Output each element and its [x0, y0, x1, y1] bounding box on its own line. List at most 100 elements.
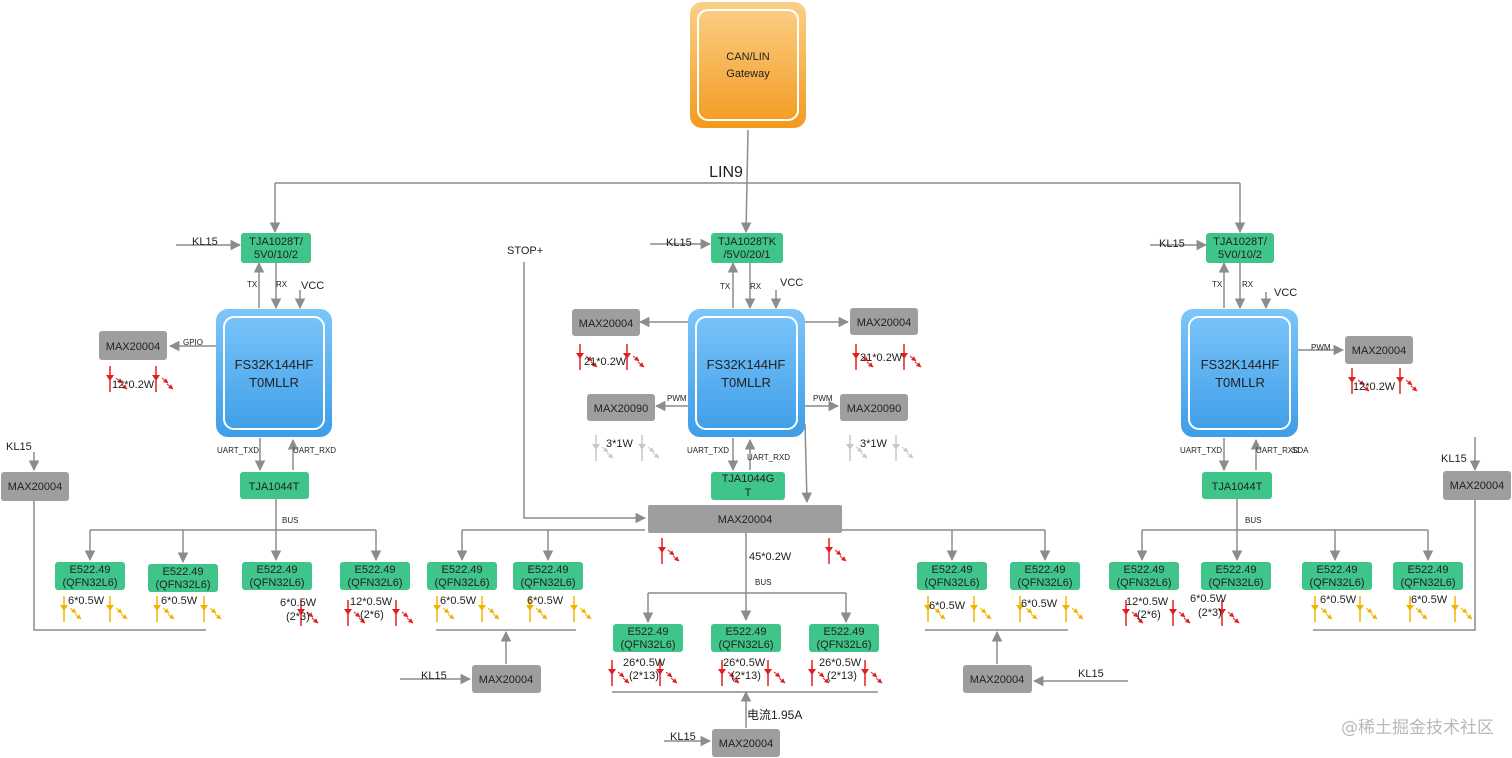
svg-text:MAX20004: MAX20004: [579, 318, 633, 330]
svg-text:TJA1028TK: TJA1028TK: [718, 236, 777, 248]
load-label: 3*1W: [606, 438, 634, 450]
lin-transceiver-center: TJA1028TK /5V0/20/1: [711, 233, 783, 263]
led-icon: [1396, 368, 1418, 394]
max20090-center-left: MAX20090: [587, 394, 655, 421]
kl15-label: KL15: [192, 236, 218, 248]
pwm-label: PWM: [1311, 343, 1331, 352]
mcu-center: FS32K144HF T0MLLR: [688, 309, 805, 437]
svg-text:MAX20004: MAX20004: [8, 481, 62, 493]
svg-text:TJA1044T: TJA1044T: [1212, 481, 1263, 493]
led-driver-e522: E522.49(QFN32L6): [55, 562, 125, 590]
svg-text:MAX20004: MAX20004: [106, 341, 160, 353]
svg-text:FS32K144HF: FS32K144HF: [1201, 357, 1280, 372]
load-label: 6*0.5W: [1411, 594, 1448, 606]
led-icon: [433, 596, 455, 622]
svg-text:(QFN32L6): (QFN32L6): [347, 577, 402, 589]
svg-text:MAX20004: MAX20004: [970, 674, 1024, 686]
kl15-label: KL15: [1441, 453, 1467, 465]
led-icon: [1169, 600, 1191, 626]
load-label: 6*0.5W: [1021, 598, 1058, 610]
svg-text:TJA1028T/: TJA1028T/: [249, 236, 304, 248]
led-driver-e522: E522.49(QFN32L6): [513, 562, 583, 590]
svg-text:TJA1044G: TJA1044G: [722, 473, 775, 485]
bus-label: BUS: [755, 578, 771, 587]
led-icon: [638, 435, 660, 461]
load-label: 6*0.5W: [68, 595, 105, 607]
kl15-label: KL15: [1159, 238, 1185, 250]
led-icon: [846, 435, 868, 461]
tx-label: TX: [720, 282, 731, 291]
max20004-outer-right: MAX20004: [1443, 471, 1511, 500]
led-icon: [924, 596, 946, 622]
gateway-line1: CAN/LIN: [726, 51, 769, 63]
sda-label: SDA: [1292, 446, 1309, 455]
led-icon: [1406, 596, 1428, 622]
load-label: 12*0.2W: [112, 379, 155, 391]
led-icon: [861, 660, 883, 686]
wires: [28, 129, 1481, 747]
svg-text:E522.49: E522.49: [70, 564, 111, 576]
vcc-label: VCC: [780, 277, 803, 289]
led-icon: [344, 600, 366, 626]
led-driver-e522: E522.49(QFN32L6): [1109, 562, 1179, 590]
led-icon: [718, 660, 740, 686]
led-driver-e522: E522.49(QFN32L6): [1302, 562, 1372, 590]
led-driver-e522: E522.49(QFN32L6): [809, 624, 879, 652]
svg-text:E522.49: E522.49: [257, 564, 298, 576]
led-icon: [1311, 596, 1333, 622]
svg-text:5V0/10/2: 5V0/10/2: [254, 249, 298, 261]
load-label: 6*0.5W: [280, 597, 317, 609]
max20004-bottom-center: MAX20004: [712, 729, 780, 757]
kl15-label: KL15: [6, 441, 32, 453]
led-driver-e522: E522.49(QFN32L6): [242, 562, 312, 590]
svg-text:E522.49: E522.49: [1124, 564, 1165, 576]
load-label: (2*13): [731, 670, 761, 682]
svg-text:T0MLLR: T0MLLR: [249, 375, 299, 390]
led-icon: [852, 344, 874, 370]
led-icon: [900, 344, 922, 370]
uart-txd-label: UART_TXD: [1180, 446, 1222, 455]
svg-text:(QFN32L6): (QFN32L6): [62, 577, 117, 589]
svg-text:E522.49: E522.49: [932, 564, 973, 576]
pwm-label: PWM: [813, 394, 833, 403]
led-icon: [764, 660, 786, 686]
svg-text:(QFN32L6): (QFN32L6): [1309, 577, 1364, 589]
load-label: 12*0.5W: [1126, 596, 1169, 608]
mcu-left: FS32K144HF T0MLLR: [216, 309, 332, 437]
uart-rxd-label: UART_RXD: [293, 446, 336, 455]
gpio-label: GPIO: [183, 338, 203, 347]
load-label: (2*6): [1137, 609, 1161, 621]
led-icon: [1451, 596, 1473, 622]
max20004-outer-left: MAX20004: [1, 472, 69, 501]
svg-text:MAX20004: MAX20004: [719, 738, 773, 750]
svg-text:MAX20004: MAX20004: [718, 514, 772, 526]
svg-text:(QFN32L6): (QFN32L6): [520, 577, 575, 589]
can-lin-gateway: CAN/LIN Gateway: [690, 2, 806, 128]
svg-text:E522.49: E522.49: [163, 566, 204, 578]
led-driver-e522: E522.49(QFN32L6): [427, 562, 497, 590]
rx-label: RX: [276, 280, 288, 289]
load-label: 12*0.5W: [350, 596, 393, 608]
svg-text:MAX20004: MAX20004: [1352, 345, 1406, 357]
led-icon: [152, 366, 174, 392]
led-icon: [623, 344, 645, 370]
svg-text:E522.49: E522.49: [726, 626, 767, 638]
svg-text:MAX20090: MAX20090: [594, 403, 648, 415]
svg-text:(QFN32L6): (QFN32L6): [1017, 577, 1072, 589]
led-icon: [1356, 596, 1378, 622]
svg-text:E522.49: E522.49: [355, 564, 396, 576]
lin9-label: LIN9: [709, 164, 743, 181]
tx-label: TX: [247, 280, 258, 289]
load-label: (2*3): [1198, 607, 1222, 619]
svg-text:E522.49: E522.49: [628, 626, 669, 638]
svg-text:E522.49: E522.49: [824, 626, 865, 638]
load-label: 6*0.5W: [161, 595, 198, 607]
led-driver-e522: E522.49(QFN32L6): [340, 562, 410, 590]
led-driver-e522: E522.49(QFN32L6): [917, 562, 987, 590]
svg-text:FS32K144HF: FS32K144HF: [235, 357, 314, 372]
can-transceiver-right: TJA1044T: [1202, 472, 1272, 499]
led-icon: [526, 596, 548, 622]
svg-text:E522.49: E522.49: [1025, 564, 1066, 576]
led-driver-e522: E522.49(QFN32L6): [1393, 562, 1463, 590]
max20004-pwm-right: MAX20004: [1345, 336, 1413, 364]
